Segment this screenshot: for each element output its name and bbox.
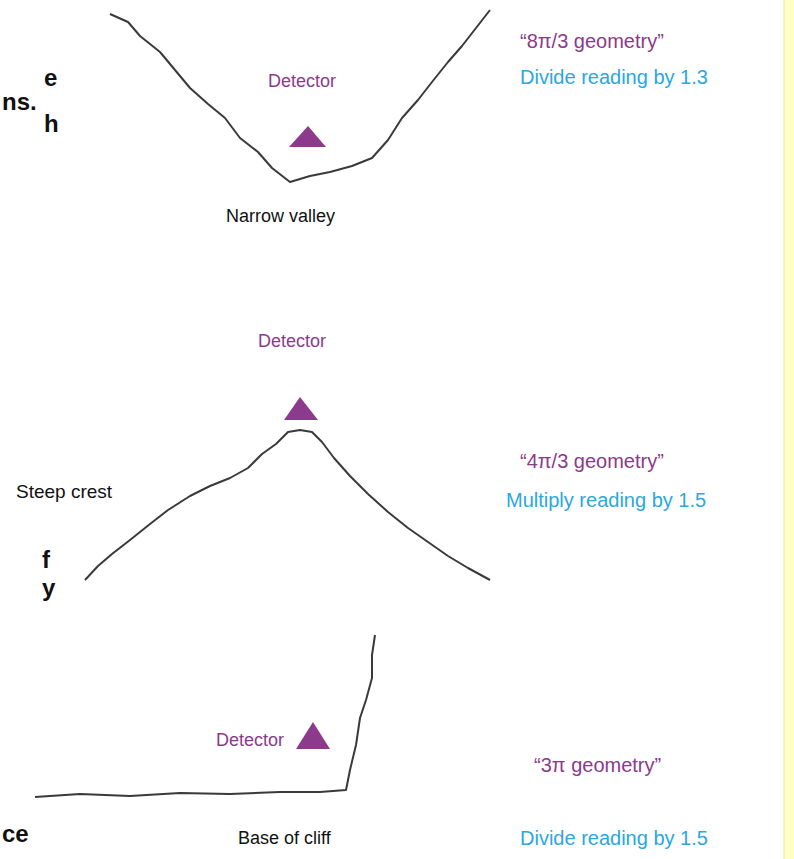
cut-off-text: ns. xyxy=(2,88,37,116)
valley-profile xyxy=(110,10,490,182)
crest-profile xyxy=(85,430,490,580)
detector-label: Detector xyxy=(216,730,284,751)
terrain-name: Narrow valley xyxy=(226,206,335,227)
cut-off-text: y xyxy=(42,574,55,602)
detector-label: Detector xyxy=(258,331,326,352)
detector-symbol xyxy=(289,126,326,147)
correction-note: Multiply reading by 1.5 xyxy=(506,489,706,512)
terrain-name: Steep crest xyxy=(16,481,112,503)
terrain-name: Base of cliff xyxy=(238,828,331,849)
cut-off-text: e xyxy=(44,64,57,92)
cut-off-text: ce xyxy=(2,820,29,848)
geometry-label: “3π geometry” xyxy=(534,754,661,777)
cliff-profile xyxy=(35,635,375,797)
detector-label: Detector xyxy=(268,71,336,92)
correction-note: Divide reading by 1.5 xyxy=(520,827,708,850)
detector-symbol xyxy=(284,397,318,420)
correction-note: Divide reading by 1.3 xyxy=(520,66,708,89)
geometry-label: “4π/3 geometry” xyxy=(520,450,664,473)
cut-off-text: f xyxy=(42,546,50,574)
geometry-label: “8π/3 geometry” xyxy=(520,30,664,53)
detector-symbol xyxy=(296,722,330,749)
side-band-edge xyxy=(784,0,785,859)
cut-off-text: h xyxy=(44,110,59,138)
side-band xyxy=(784,0,794,859)
